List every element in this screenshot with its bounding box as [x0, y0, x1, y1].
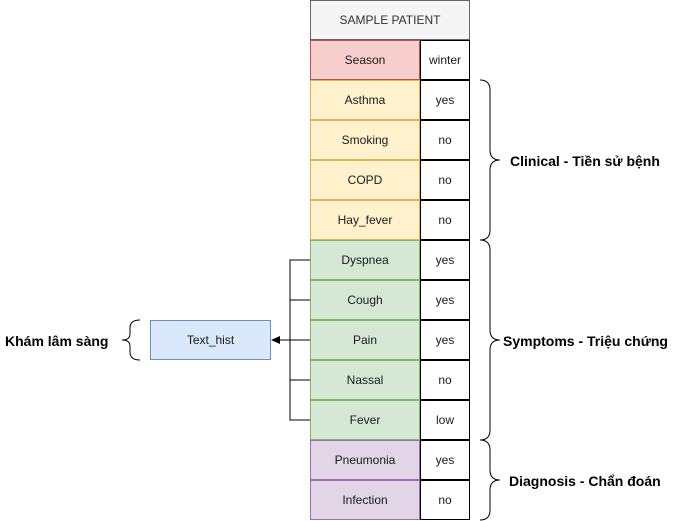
clinical-group-note: Clinical - Tiền sử bệnh	[510, 153, 660, 169]
label-fever: Fever	[310, 400, 420, 440]
label-dyspnea: Dyspnea	[310, 240, 420, 280]
label-pneumonia: Pneumonia	[310, 440, 420, 480]
value-dyspnea: yes	[420, 240, 470, 280]
text-hist-note: Khám lâm sàng	[5, 333, 109, 349]
label-pain: Pain	[310, 320, 420, 360]
label-smoking: Smoking	[310, 120, 420, 160]
label-infection: Infection	[310, 480, 420, 520]
value-pain: yes	[420, 320, 470, 360]
value-asthma: yes	[420, 80, 470, 120]
value-season: winter	[420, 40, 470, 80]
arrowhead-to-text-hist	[271, 336, 280, 344]
label-copd: COPD	[310, 160, 420, 200]
sample-patient-header: SAMPLE PATIENT	[310, 0, 470, 40]
brace-diagnosis	[479, 439, 501, 521]
value-nassal: no	[420, 360, 470, 400]
label-hay-fever: Hay_fever	[310, 200, 420, 240]
label-nassal: Nassal	[310, 360, 420, 400]
value-pneumonia: yes	[420, 440, 470, 480]
brace-text-hist	[121, 319, 141, 361]
label-season: Season	[310, 40, 420, 80]
brace-clinical	[479, 79, 501, 241]
value-copd: no	[420, 160, 470, 200]
value-cough: yes	[420, 280, 470, 320]
value-infection: no	[420, 480, 470, 520]
text-hist-box: Text_hist	[150, 320, 271, 360]
connector-dyspnea	[289, 259, 310, 340]
label-asthma: Asthma	[310, 80, 420, 120]
connector-fever	[289, 340, 310, 421]
value-smoking: no	[420, 120, 470, 160]
value-hay-fever: no	[420, 200, 470, 240]
label-cough: Cough	[310, 280, 420, 320]
brace-symptoms	[479, 239, 501, 441]
value-fever: low	[420, 400, 470, 440]
diagnosis-group-note: Diagnosis - Chẩn đoán	[509, 473, 661, 489]
symptoms-group-note: Symptoms - Triệu chứng	[503, 333, 668, 349]
